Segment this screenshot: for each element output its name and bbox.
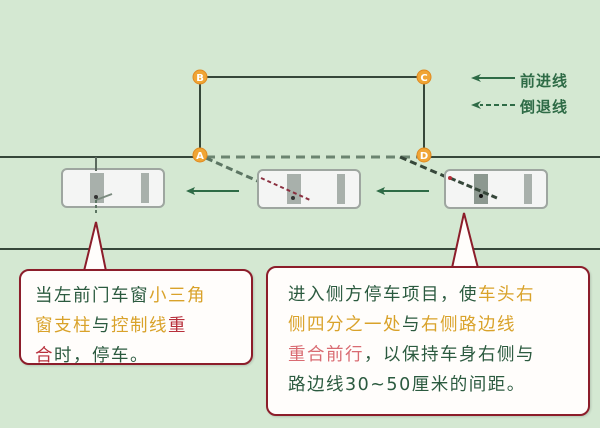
point-marker-b: B xyxy=(192,69,208,85)
control-line-a xyxy=(205,156,301,202)
callout-right-line-4: 路边线30~50厘米的间距。 xyxy=(288,370,588,400)
callout-text-highlight: 小三角 xyxy=(149,286,206,306)
callout-text-emphasis: 重 xyxy=(168,316,187,336)
callout-text-segment: 与 xyxy=(92,316,111,336)
callout-text-segment: 路边线30~50厘米的间距。 xyxy=(288,375,526,395)
point-marker-c: C xyxy=(416,69,432,85)
callout-text-highlight: 控制线 xyxy=(111,316,168,336)
callout-text-emphasis: 合 xyxy=(35,346,54,366)
callout-right-line-1: 进入侧方停车项目，使车头右 xyxy=(288,280,588,310)
legend-reverse-arrow xyxy=(471,101,515,109)
point-label-c: C xyxy=(420,73,427,84)
callout-text-segment: ，以保持车身右侧与 xyxy=(364,345,535,365)
callout-right-line-2: 侧四分之一处与右侧路边线 xyxy=(288,310,588,340)
point-label-a: A xyxy=(196,151,204,162)
car-left xyxy=(61,157,165,215)
callout-text-highlight: 窗支柱 xyxy=(35,316,92,336)
callout-text-emphasis: 重合前行 xyxy=(288,345,364,365)
car-right xyxy=(444,169,548,209)
callout-text-highlight: 右侧路边线 xyxy=(421,315,516,335)
forward-arrow-2 xyxy=(376,187,429,195)
legend-forward-arrow xyxy=(471,74,515,82)
callout-left-pointer xyxy=(82,221,108,272)
callout-text-segment: 与 xyxy=(402,315,421,335)
callout-text-segment: 时，停车。 xyxy=(54,346,149,366)
callout-right: 进入侧方停车项目，使车头右 侧四分之一处与右侧路边线 重合前行，以保持车身右侧与… xyxy=(266,266,590,416)
callout-text-highlight: 车头右 xyxy=(478,285,535,305)
callout-text-segment: 当左前门车窗 xyxy=(35,286,149,306)
legend-reverse-label: 倒退线 xyxy=(520,98,569,116)
callout-right-pointer xyxy=(450,212,480,269)
car-middle xyxy=(257,169,361,209)
point-marker-d: D xyxy=(416,147,432,163)
forward-arrow-1 xyxy=(186,187,239,195)
callout-left-line-1: 当左前门车窗小三角 xyxy=(35,281,251,311)
legend-forward-label: 前进线 xyxy=(520,72,569,90)
control-line-d xyxy=(399,155,496,200)
point-label-b: B xyxy=(196,73,204,84)
callout-right-line-3: 重合前行，以保持车身右侧与 xyxy=(288,340,588,370)
point-label-d: D xyxy=(420,151,428,162)
callout-text-segment: 进入侧方停车项目，使 xyxy=(288,285,478,305)
callout-left-line-2: 窗支柱与控制线重 xyxy=(35,311,251,341)
callout-left-line-3: 合时，停车。 xyxy=(35,341,251,371)
callout-left: 当左前门车窗小三角 窗支柱与控制线重 合时，停车。 xyxy=(19,269,253,366)
point-marker-a: A xyxy=(192,147,208,163)
callout-text-highlight: 侧四分之一处 xyxy=(288,315,402,335)
